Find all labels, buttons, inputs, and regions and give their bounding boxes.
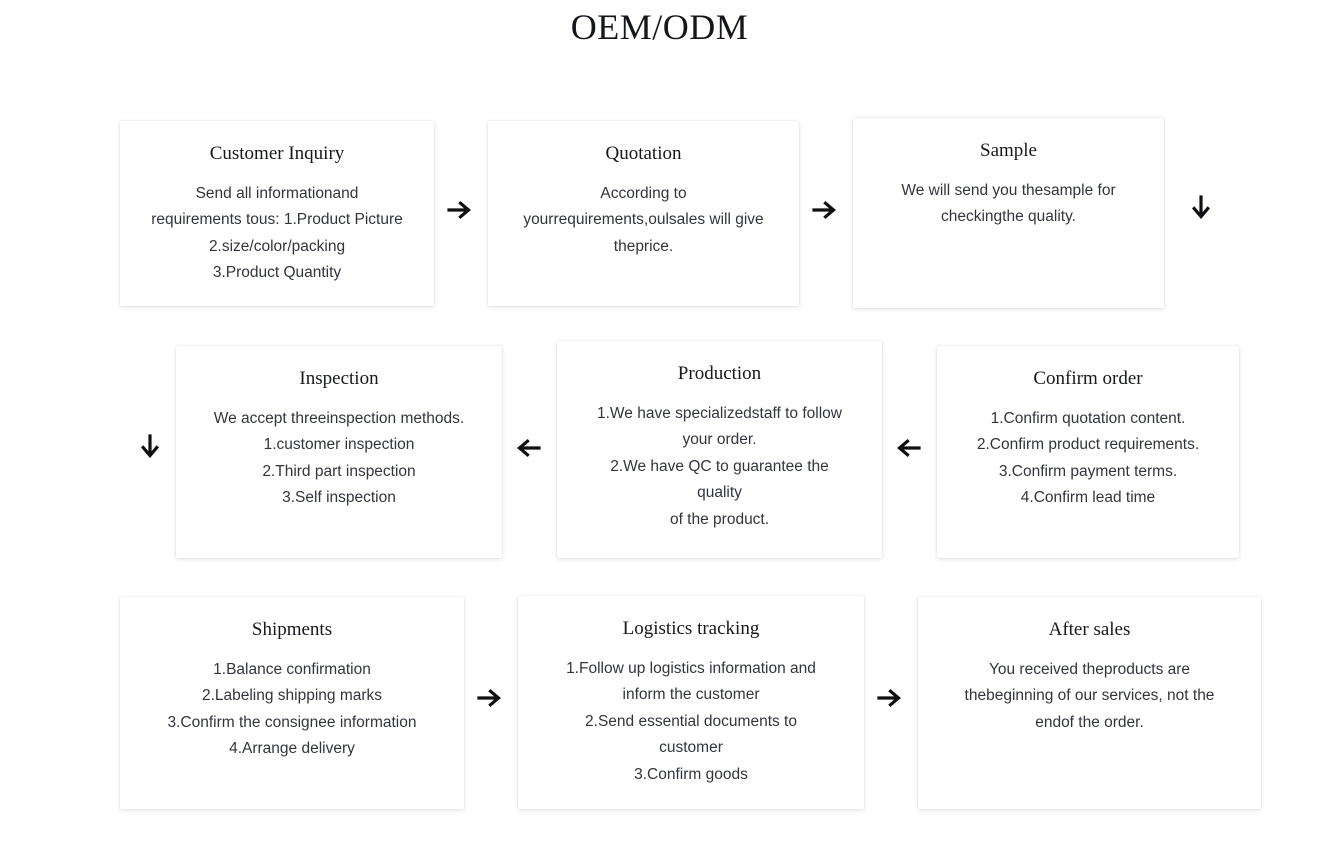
flow-card-title: After sales [1048,619,1131,640]
flow-card-title: Inspection [299,368,379,389]
flow-card-title: Confirm order [1033,368,1143,389]
flow-card-title: Customer Inquiry [209,143,345,164]
arrow-right-icon [443,193,477,227]
flow-card-body: 1.Follow up logistics information and in… [566,659,816,783]
flow-card-sample: Sample We will send you thesample for che… [853,118,1164,308]
flow-card-logistics-tracking: Logistics tracking 1.Follow up logistics … [518,596,864,809]
flow-card-body: According to yourrequirements,oulsales w… [523,184,764,255]
arrow-left-icon [891,431,925,465]
arrow-right-icon [473,681,507,715]
arrow-down-icon [133,431,167,465]
arrow-right-icon [873,681,907,715]
flow-card-body: We will send you thesample for checkingt… [901,181,1116,226]
flow-card-body: 1.Confirm quotation content. 2.Confirm p… [976,409,1200,507]
flow-card-inspection: Inspection We accept threeinspection meth… [176,346,502,558]
arrow-right-icon [808,193,842,227]
flow-card-body: We accept threeinspection methods. 1.cus… [213,409,465,507]
flow-card-body: You received theproducts are thebeginnin… [964,660,1215,731]
arrow-down-icon [1184,192,1218,226]
page-title: OEM/ODM [570,7,749,47]
flow-card-confirm-order: Confirm order 1.Confirm quotation content… [937,346,1239,558]
flow-card-title: Logistics tracking [622,618,760,639]
flow-card-title: Shipments [251,619,333,640]
flow-card-title: Sample [980,140,1037,161]
flow-card-body: 1.We have specializedstaff to follow you… [597,404,842,528]
arrow-left-icon [511,431,545,465]
flow-card-title: Production [677,363,762,384]
flow-card-body: Send all informationand requirements tou… [151,184,403,282]
flow-card-title: Quotation [605,143,682,164]
flow-card-production: Production 1.We have specializedstaff to … [557,341,882,558]
flow-card-shipments: Shipments 1.Balance confirmation 2.Labeli… [120,597,464,809]
flow-card-body: 1.Balance confirmation 2.Labeling shippi… [167,660,417,758]
